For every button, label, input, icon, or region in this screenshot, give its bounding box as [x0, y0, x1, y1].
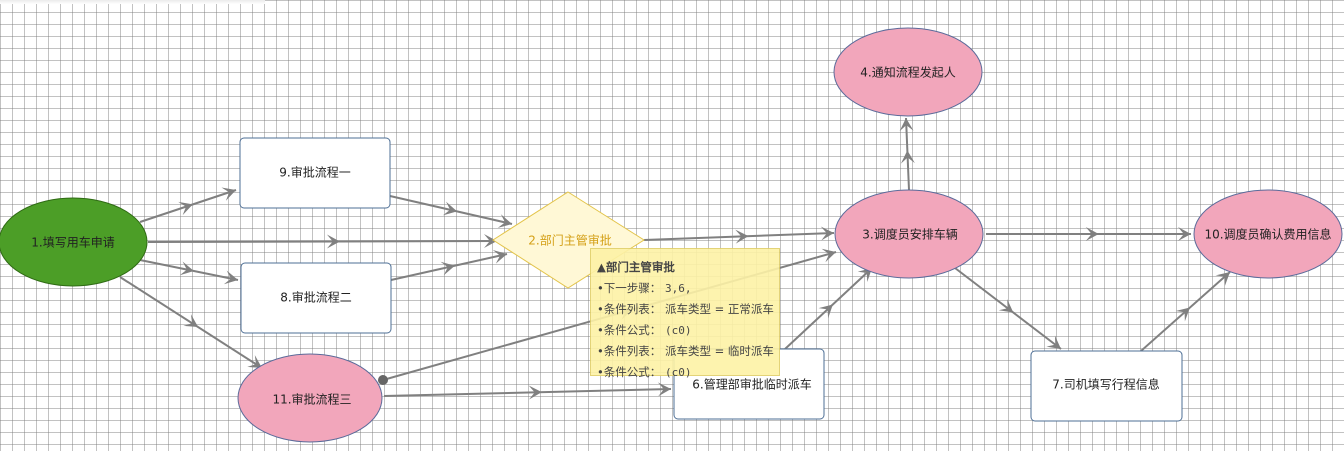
- tooltip-value: (c0): [664, 365, 692, 379]
- tooltip-label: •条件列表：: [597, 302, 662, 316]
- node-flow2-shape[interactable]: [240, 262, 392, 334]
- tooltip-title: ▲部门主管审批: [597, 260, 675, 274]
- edge-dept-dispatch[interactable]: [643, 226, 835, 244]
- node-notify-shape[interactable]: [833, 27, 983, 117]
- edge-dispatch-notify-end-arrowhead: [899, 118, 914, 132]
- node-dispatch-shape[interactable]: [834, 189, 984, 279]
- edge-mgmt-dispatch-mid-arrowhead: [818, 304, 833, 319]
- edge-start-dept[interactable]: [147, 234, 498, 249]
- node-start-label: 1.填写用车申请: [31, 235, 115, 250]
- top-toolbar-strip: [0, 0, 265, 4]
- node-flow3-label: 11.审批流程三: [272, 392, 352, 407]
- node-flow1-label: 9.审批流程一: [279, 165, 351, 180]
- edge-dispatch-confirm-mid-arrowhead: [1085, 227, 1099, 241]
- tooltip-label: •下一步骤：: [597, 280, 662, 295]
- edge-flow3-mgmt-line: [383, 388, 672, 397]
- edge-flow2-dept[interactable]: [390, 250, 508, 281]
- edge-driver-confirm-mid-arrowhead: [1175, 307, 1190, 322]
- edge-start-flow1-end-arrowhead: [221, 187, 236, 201]
- edge-flow1-dept-end-arrowhead: [497, 214, 512, 228]
- edge-dispatch-confirm[interactable]: [986, 227, 1191, 241]
- tooltip-value: 3,6,: [664, 281, 692, 295]
- shapes-layer: [0, 27, 1343, 443]
- tooltip-line: •条件列表： 派车类型 = 正常派车: [597, 299, 774, 320]
- edge-dispatch-confirm-end-arrowhead: [1178, 227, 1191, 241]
- edge-dept-dispatch-mid-arrowhead: [735, 229, 749, 244]
- edge-start-flow2-mid-arrowhead: [179, 261, 194, 276]
- edge-dispatch-driver[interactable]: [954, 267, 1062, 350]
- tooltip-value: 派车类型 = 临时派车: [664, 344, 774, 358]
- edge-start-dept-line: [147, 240, 498, 243]
- tooltip-label: •条件公式：: [597, 364, 662, 379]
- edge-driver-confirm-end-arrowhead: [1215, 272, 1230, 286]
- edge-start-dept-end-arrowhead: [483, 234, 497, 249]
- step-tooltip: ▲部门主管审批 •下一步骤： 3,6, •条件列表： 派车类型 = 正常派车 •…: [590, 248, 780, 379]
- node-confirm-shape[interactable]: [1193, 189, 1343, 279]
- edge-flow3-mgmt-mid-arrowhead: [528, 385, 542, 400]
- edge-start-flow1-mid-arrowhead: [178, 201, 193, 216]
- node-flow2-label: 8.审批流程二: [280, 290, 352, 305]
- edge-dept-dispatch-line: [643, 232, 835, 241]
- edge-start-dot: [378, 375, 388, 385]
- edge-dispatch-driver-end-arrowhead: [1046, 335, 1061, 349]
- edge-flow2-dept-mid-arrowhead: [440, 261, 455, 276]
- node-start-shape[interactable]: [0, 197, 148, 287]
- node-mgmt-label: 6.管理部审批临时派车: [692, 377, 812, 392]
- edge-flow3-mgmt[interactable]: [383, 382, 672, 400]
- edge-dispatch-notify[interactable]: [899, 117, 915, 191]
- tooltip-line: •条件公式： (c0): [597, 320, 773, 342]
- edge-dispatch-notify-mid-arrowhead: [900, 150, 915, 164]
- edge-start-flow3-mid-arrowhead: [183, 314, 199, 328]
- node-flow3-shape[interactable]: [237, 353, 383, 443]
- edge-dept-dispatch-end-arrowhead: [820, 226, 834, 241]
- edge-start-flow1[interactable]: [139, 187, 237, 223]
- edge-mgmt-dispatch[interactable]: [784, 267, 873, 350]
- edge-flow1-dept-mid-arrowhead: [442, 201, 458, 216]
- edge-flow2-dept-end-arrowhead: [492, 250, 507, 264]
- edge-start-dept-mid-arrowhead: [326, 234, 340, 249]
- node-flow1-shape[interactable]: [239, 137, 391, 209]
- edge-dispatch-driver-mid-arrowhead: [998, 299, 1014, 313]
- edge-flow3-dispatch-end-arrowhead: [821, 248, 836, 263]
- node-notify-label: 4.通知流程发起人: [860, 65, 956, 80]
- node-dispatch-label: 3.调度员安排车辆: [862, 227, 958, 242]
- edge-start-flow2-end-arrowhead: [223, 270, 238, 285]
- tooltip-value: 派车类型 = 正常派车: [664, 302, 774, 316]
- edge-start-flow3[interactable]: [119, 276, 263, 369]
- node-driver-shape[interactable]: [1030, 350, 1183, 422]
- edge-flow1-dept[interactable]: [389, 195, 513, 228]
- node-driver-label: 7.司机填写行程信息: [1052, 377, 1160, 392]
- edge-mgmt-dispatch-end-arrowhead: [857, 268, 872, 282]
- node-dept-shape[interactable]: [492, 191, 645, 289]
- edge-start-flow3-end-arrowhead: [247, 355, 262, 368]
- node-dept-label: 2.部门主管审批: [528, 233, 612, 248]
- tooltip-label: •条件列表：: [597, 344, 662, 358]
- node-confirm-label: 10.调度员确认费用信息: [1204, 227, 1332, 242]
- tooltip-line: •条件列表： 派车类型 = 临时派车: [597, 341, 774, 362]
- tooltip-value: (c0): [664, 323, 692, 337]
- edge-start-flow2[interactable]: [139, 259, 239, 285]
- tooltip-label: •条件公式：: [597, 322, 662, 337]
- tooltip-line: •条件公式： (c0): [597, 362, 773, 384]
- tooltip-line: •下一步骤： 3,6,: [597, 278, 773, 300]
- edge-driver-confirm[interactable]: [1140, 271, 1231, 352]
- edge-flow3-mgmt-end-arrowhead: [657, 382, 671, 397]
- edge-start-flow3-line: [119, 276, 263, 369]
